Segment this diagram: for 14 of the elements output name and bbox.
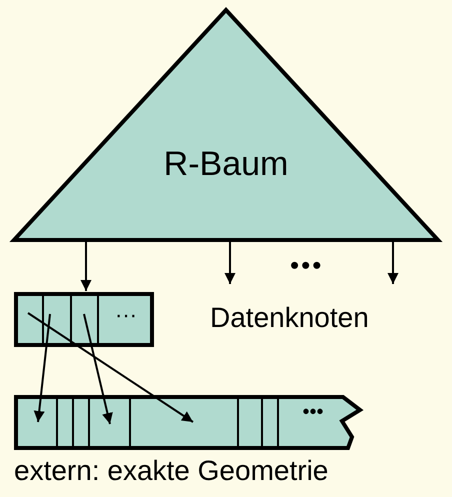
- tree-label: R-Baum: [162, 145, 290, 184]
- arrow: [27, 312, 194, 423]
- ellipsis-text: •••: [290, 250, 324, 281]
- arrow: [80, 242, 92, 291]
- arrow: [388, 242, 398, 284]
- arrow: [34, 314, 51, 422]
- node-record: [14, 292, 154, 347]
- tree-triangle: [12, 8, 440, 242]
- caption-text: extern: exakte Geometrie: [14, 455, 328, 487]
- ellipsis-text: •••: [301, 401, 324, 424]
- arrow: [83, 314, 113, 424]
- arrow: [224, 242, 236, 284]
- ellipsis-text: ···: [114, 302, 138, 328]
- caption-text: Datenknoten: [210, 302, 369, 334]
